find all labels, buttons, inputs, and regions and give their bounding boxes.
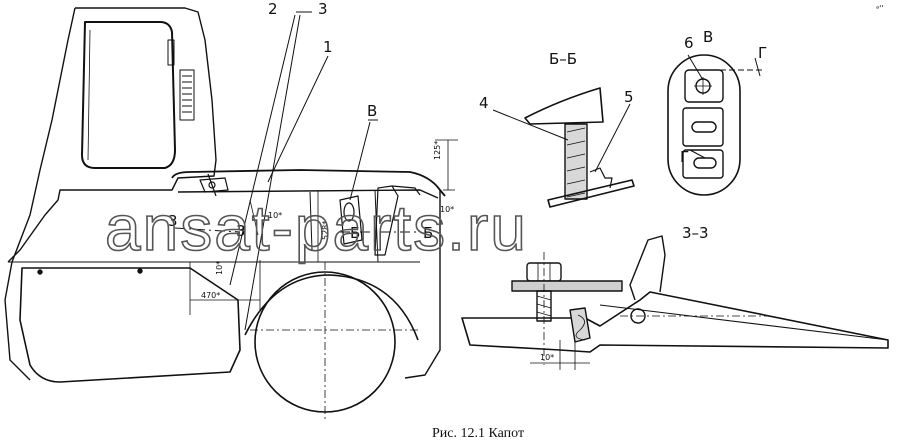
- leader-2: [229, 14, 296, 286]
- section-33-detail: [461, 235, 889, 370]
- cowl-panel-33: [461, 291, 889, 353]
- label-b-small: Б: [350, 224, 360, 242]
- label-view-v: В: [703, 28, 713, 46]
- section-bb-detail: [492, 87, 635, 208]
- dim-125: 125*: [433, 141, 442, 160]
- view-g-mark: [754, 57, 761, 77]
- figure-caption: Рис. 12.1 Капот: [432, 426, 524, 441]
- seal-hatch: [566, 127, 586, 198]
- leader-1: [267, 55, 329, 183]
- label-g-mid: Г: [680, 148, 689, 166]
- bracket-bar-33: [511, 280, 623, 292]
- hood-latch: [339, 185, 421, 256]
- latch-slot-1: [691, 121, 717, 133]
- view-v-leader: [349, 121, 371, 201]
- label-3-top: 3: [318, 0, 328, 18]
- hood-outline: [171, 169, 446, 197]
- label-3-left: 3: [168, 212, 178, 230]
- latch-plate-outline: [667, 54, 741, 196]
- latch-low-window: [682, 149, 724, 179]
- view-g-mid-leader: [689, 149, 706, 159]
- vent-grille: [179, 69, 195, 121]
- body-lower-line: [4, 261, 31, 381]
- rubber-clip-33: [569, 307, 591, 343]
- hood-front-line: [404, 190, 441, 379]
- window-inner-line: [87, 29, 91, 161]
- corner-mark: ᵃ'': [876, 4, 884, 13]
- dim-10-bottom: 10*: [540, 353, 554, 362]
- cab-window: [81, 21, 176, 169]
- label-3-mid: 3: [236, 222, 246, 240]
- section-line-33: [174, 227, 241, 233]
- leader-5: [594, 103, 631, 173]
- cowl-flange-33: [629, 235, 666, 301]
- leader-3: [244, 14, 301, 331]
- hood-hinge: [199, 173, 229, 197]
- hood-edge-bb: [524, 87, 604, 125]
- latch-mid-window: [682, 107, 724, 147]
- body-panel: [19, 267, 241, 383]
- leader-6: [687, 54, 704, 81]
- label-2: 2: [268, 0, 278, 18]
- rubber-seal-bb: [564, 123, 588, 200]
- latch-top-window: [684, 69, 724, 103]
- view-v-detail: [667, 54, 765, 196]
- cab-outline: [7, 7, 217, 263]
- rivet-1: [37, 269, 43, 275]
- label-view-b: В: [367, 102, 377, 120]
- dim-10-top: 10*: [268, 211, 282, 220]
- label-section-bb: Б–Б: [549, 50, 577, 68]
- label-section-33: 3–3: [682, 224, 709, 242]
- dim-470: 470*: [201, 291, 220, 300]
- dim-528: 528*: [321, 221, 330, 240]
- label-1: 1: [323, 38, 333, 56]
- dim-10-left: 10*: [215, 261, 224, 275]
- vehicle-side-view: [4, 7, 458, 420]
- watermark: ansat-parts.ru: [105, 192, 528, 264]
- latch-slot-2: [693, 157, 717, 169]
- label-g-top: Г: [758, 44, 767, 62]
- label-6: 6: [684, 34, 694, 52]
- cab-rear-edge: [11, 7, 76, 263]
- leader-4: [492, 109, 569, 141]
- label-b-small-right: Б: [423, 224, 433, 242]
- dimension-labels: 125* 10* 528* 10* 470* 10* 10*: [201, 141, 554, 362]
- bracket-plate-bb: [547, 179, 635, 208]
- clip-s-curve: [575, 314, 586, 341]
- dim-lines: [189, 139, 458, 315]
- hood-lower-edge: [177, 189, 439, 199]
- mirror-bracket: [167, 39, 175, 66]
- label-5: 5: [624, 88, 634, 106]
- dim-10-rear: 10*: [440, 205, 454, 214]
- callout-labels: 2 3 1 В 3 3 Б Б Б–Б 4 5 6 В Г Г 3–3: [168, 0, 767, 242]
- inner-panel-33: [599, 304, 889, 341]
- label-4: 4: [479, 94, 489, 112]
- rivet-2: [137, 268, 143, 274]
